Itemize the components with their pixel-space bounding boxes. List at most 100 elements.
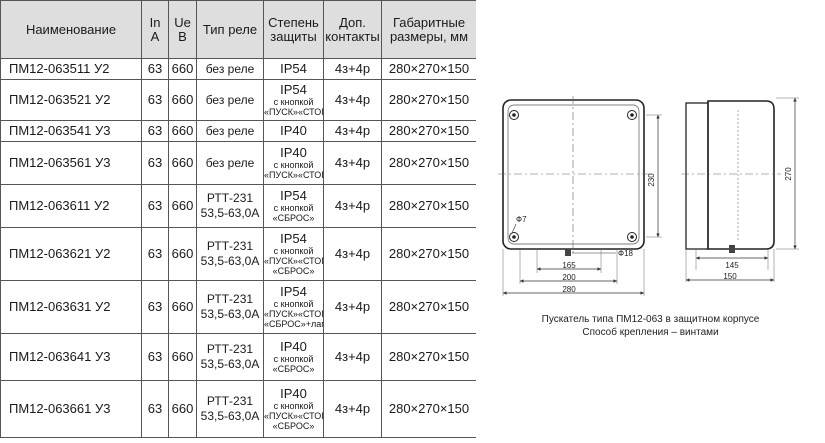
caption-line-1: Пускатель типа ПМ12-063 в защитном корпу… xyxy=(541,314,760,325)
cell-contacts: 4з+4р xyxy=(323,380,382,438)
cell-contacts: 4з+4р xyxy=(323,58,382,80)
cell-contacts: 4з+4р xyxy=(323,141,382,185)
dimension-drawing: Ф7 Ф18 230 165 200 xyxy=(476,0,825,438)
cell-dims: 280×270×150 xyxy=(381,141,477,185)
svg-text:145: 145 xyxy=(725,261,739,270)
front-outline xyxy=(502,99,645,250)
protection-rating: IP40 xyxy=(280,145,307,160)
protection-note: с кнопкой xyxy=(273,246,314,256)
cell-in: 63 xyxy=(141,227,169,281)
protection-note: «СБРОС» xyxy=(272,213,315,223)
relay-line: без реле xyxy=(205,61,255,76)
cell-name: ПМ12-063641 У3 xyxy=(0,333,142,381)
hole-label: Ф7 xyxy=(516,215,527,224)
front-view: Ф7 Ф18 230 165 200 xyxy=(498,96,662,296)
dim-200: 200 xyxy=(519,249,618,284)
side-base xyxy=(685,102,709,250)
protection-note: «СБРОС» xyxy=(272,266,315,276)
relay-line: РТТ-231 xyxy=(206,191,254,205)
cell-in: 63 xyxy=(141,58,169,80)
cell-ue: 660 xyxy=(168,280,197,334)
dim-270: 270 xyxy=(776,97,799,250)
relay-line: 53,5-63,0А xyxy=(200,307,260,321)
protection-rating: IP54 xyxy=(280,188,307,203)
protection-rating: IP40 xyxy=(280,386,307,401)
cell-contacts: 4з+4р xyxy=(323,227,382,281)
cell-protection: IP40 xyxy=(263,120,324,142)
svg-text:270: 270 xyxy=(784,167,793,181)
cell-contacts: 4з+4р xyxy=(323,79,382,121)
protection-note: с кнопкой xyxy=(273,160,314,170)
cell-relay: без реле xyxy=(196,141,264,185)
side-lid xyxy=(707,100,775,250)
relay-line: РТТ-231 xyxy=(206,342,254,356)
svg-text:230: 230 xyxy=(647,173,656,187)
cell-dims: 280×270×150 xyxy=(381,79,477,121)
cell-dims: 280×270×150 xyxy=(381,333,477,381)
gland-label: Ф18 xyxy=(618,249,634,258)
cell-ue: 660 xyxy=(168,184,197,228)
cell-name: ПМ12-063541 У3 xyxy=(0,120,142,142)
cell-in: 63 xyxy=(141,380,169,438)
cell-in: 63 xyxy=(141,280,169,334)
dim-145: 145 xyxy=(695,249,769,270)
cell-ue: 660 xyxy=(168,333,197,381)
protection-note: с кнопкой xyxy=(273,401,314,411)
protection-note: «СБРОС»+лампа xyxy=(264,319,323,329)
protection-note: «СБРОС» xyxy=(272,364,315,374)
svg-text:280: 280 xyxy=(562,285,576,294)
protection-rating: IP54 xyxy=(280,61,307,76)
cell-dims: 280×270×150 xyxy=(381,227,477,281)
cell-dims: 280×270×150 xyxy=(381,120,477,142)
cell-name: ПМ12-063561 У3 xyxy=(0,141,142,185)
protection-note: «ПУСК»«СТОП» xyxy=(264,170,323,180)
relay-line: 53,5-63,0А xyxy=(200,254,260,268)
protection-rating: IP54 xyxy=(280,82,307,97)
relay-line: без реле xyxy=(205,155,255,170)
cell-contacts: 4з+4р xyxy=(323,333,382,381)
relay-line: 53,5-63,0А xyxy=(200,409,260,423)
cell-ue: 660 xyxy=(168,58,197,80)
protection-rating: IP40 xyxy=(280,339,307,354)
protection-note: «ПУСК»«СТОП» xyxy=(264,256,323,266)
dim-150: 150 xyxy=(685,249,775,282)
cell-relay: без реле xyxy=(196,79,264,121)
cell-in: 63 xyxy=(141,141,169,185)
header-name: Наименование xyxy=(0,0,142,59)
protection-note: с кнопкой xyxy=(273,354,314,364)
front-inner-outline xyxy=(507,104,640,245)
cell-in: 63 xyxy=(141,120,169,142)
cell-in: 63 xyxy=(141,184,169,228)
cell-name: ПМ12-063661 У3 xyxy=(0,380,142,438)
protection-rating: IP40 xyxy=(280,123,307,138)
protection-note: «ПУСК»«СТОП» xyxy=(264,411,323,421)
dim-280: 280 xyxy=(502,249,645,296)
cell-ue: 660 xyxy=(168,141,197,185)
svg-text:165: 165 xyxy=(562,261,576,270)
cell-relay: без реле xyxy=(196,58,264,80)
protection-note: «ПУСК»«СТОП» xyxy=(264,107,323,117)
cell-dims: 280×270×150 xyxy=(381,58,477,80)
enclosure-drawing-svg: Ф7 Ф18 230 165 200 xyxy=(498,96,799,296)
